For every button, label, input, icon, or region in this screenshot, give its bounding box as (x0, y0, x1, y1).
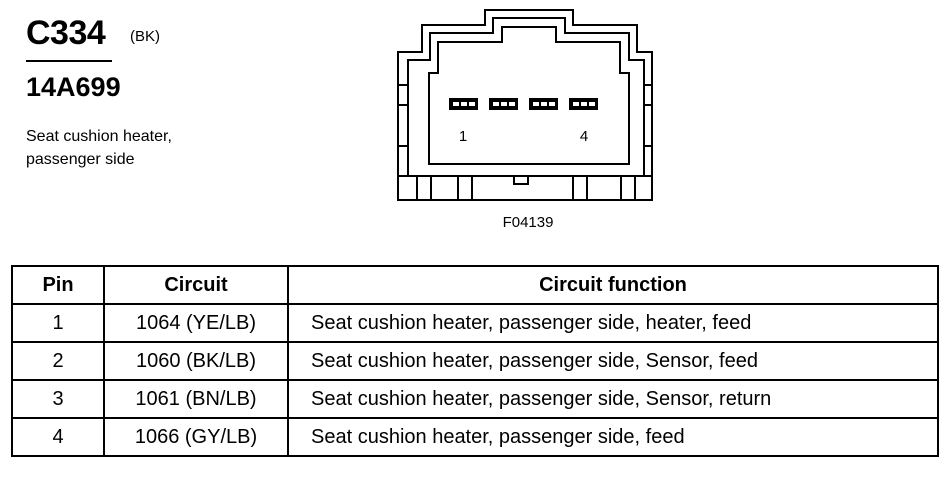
table-row: 3 1061 (BN/LB) Seat cushion heater, pass… (11, 379, 939, 419)
connector-face-diagram: 1 4 F04139 (397, 9, 653, 231)
table-row: 4 1066 (GY/LB) Seat cushion heater, pass… (11, 417, 939, 457)
function-cell: Seat cushion heater, passenger side, Sen… (287, 379, 939, 419)
title-underline (26, 60, 112, 62)
connector-description-line2: passenger side (26, 151, 135, 168)
connector-color-code: (BK) (130, 28, 160, 45)
pin-cell: 1 (11, 303, 105, 343)
circuit-cell: 1060 (BK/LB) (103, 341, 289, 381)
table-row: 1 1064 (YE/LB) Seat cushion heater, pass… (11, 303, 939, 343)
pin-terminal (449, 98, 478, 110)
pin-cell: 2 (11, 341, 105, 381)
pin-label-last: 4 (580, 128, 588, 145)
pin-cell: 3 (11, 379, 105, 419)
pin-label-first: 1 (459, 128, 467, 145)
connector-housing (397, 9, 653, 201)
circuit-cell: 1066 (GY/LB) (103, 417, 289, 457)
part-number: 14A699 (26, 72, 121, 102)
function-cell: Seat cushion heater, passenger side, hea… (287, 303, 939, 343)
connector-description-line1: Seat cushion heater, (26, 128, 172, 145)
pin-terminal (569, 98, 598, 110)
pin-column-header: Pin (11, 265, 105, 305)
function-cell: Seat cushion heater, passenger side, Sen… (287, 341, 939, 381)
pin-terminal (489, 98, 518, 110)
pin-terminal (529, 98, 558, 110)
pin-terminals (449, 98, 598, 110)
circuit-column-header: Circuit (103, 265, 289, 305)
figure-id: F04139 (503, 214, 554, 231)
pin-cell: 4 (11, 417, 105, 457)
table-row: 2 1060 (BK/LB) Seat cushion heater, pass… (11, 341, 939, 381)
connector-id: C334 (26, 14, 106, 52)
function-column-header: Circuit function (287, 265, 939, 305)
circuit-cell: 1061 (BN/LB) (103, 379, 289, 419)
function-cell: Seat cushion heater, passenger side, fee… (287, 417, 939, 457)
pin-table: Pin Circuit Circuit function 1 1064 (YE/… (11, 265, 939, 457)
circuit-cell: 1064 (YE/LB) (103, 303, 289, 343)
table-header-row: Pin Circuit Circuit function (11, 265, 939, 305)
